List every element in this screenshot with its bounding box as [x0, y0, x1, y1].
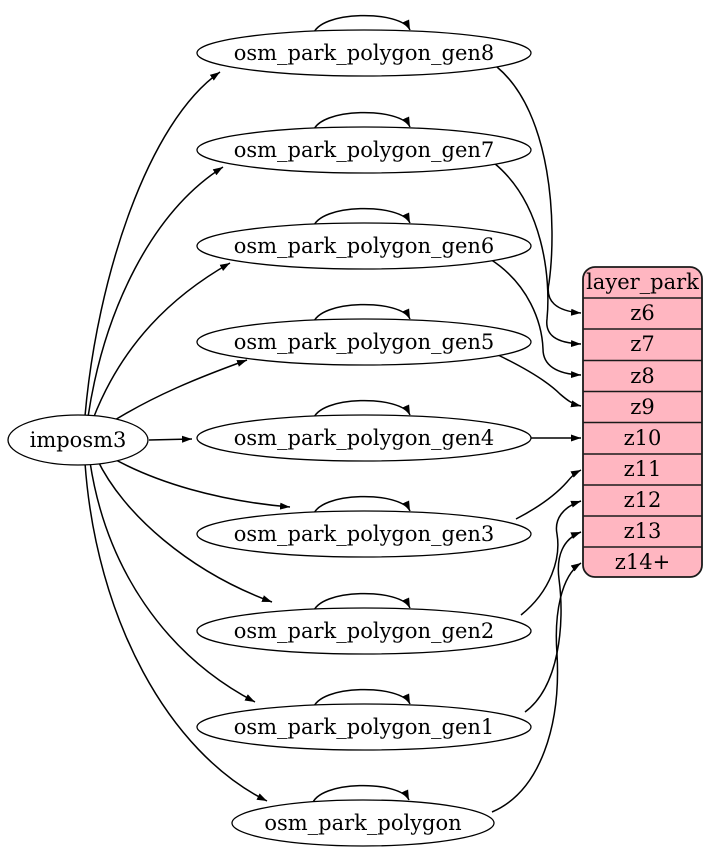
layer-park-row-z12: z12: [624, 488, 662, 512]
self-loop-osm-park-polygon-gen6: [312, 207, 411, 229]
layer-park-row-z7: z7: [630, 332, 654, 356]
self-loop-osm-park-polygon-gen8: [312, 14, 411, 36]
gen4-label: osm_park_polygon_gen4: [234, 426, 495, 450]
layer-park-row-z6: z6: [630, 301, 654, 325]
self-loop-osm-park-polygon: [311, 784, 410, 806]
edge-imposm3-to-osm-park-polygon-gen3: [106, 454, 291, 510]
edge-osm-park-polygon-gen5-to-z9: [497, 354, 582, 408]
node-layer-park: layer_park z6 z7 z8 z9 z10 z11 z12 z13 z…: [582, 266, 703, 578]
edge-imposm3-to-osm-park-polygon-gen6: [92, 262, 231, 420]
self-loop-osm-park-polygon-gen1: [312, 688, 411, 710]
edge-osm-park-polygon-gen7-to-z7: [493, 162, 582, 348]
gen8-ellipse: [196, 29, 532, 77]
edge-osm-park-polygon-gen2-to-z12: [520, 500, 582, 616]
gen6-ellipse: [196, 222, 532, 270]
polygon-label: osm_park_polygon: [264, 811, 461, 835]
node-imposm3: imposm3: [7, 414, 149, 466]
self-loop-osm-park-polygon-gen5: [312, 303, 411, 325]
imposm3-label: imposm3: [30, 428, 127, 452]
node-osm-park-polygon-gen8: osm_park_polygon_gen8: [196, 29, 532, 77]
self-loop-osm-park-polygon-gen3: [312, 495, 411, 517]
self-loop-osm-park-polygon-gen7: [312, 111, 411, 133]
node-osm-park-polygon-gen2: osm_park_polygon_gen2: [196, 607, 532, 655]
edge-imposm3-to-osm-park-polygon-gen4: [148, 435, 193, 443]
edge-osm-park-polygon-gen8-to-z6: [496, 66, 582, 316]
node-osm-park-polygon-gen4: osm_park_polygon_gen4: [196, 414, 532, 462]
gen3-label: osm_park_polygon_gen3: [234, 522, 495, 546]
edge-osm-park-polygon-gen6-to-z8: [489, 258, 582, 379]
gen5-ellipse: [196, 318, 532, 366]
edge-imposm3-to-osm-park-polygon-gen2: [96, 458, 273, 603]
layer-park-row-z8: z8: [630, 364, 654, 388]
imposm3-ellipse: [7, 414, 149, 466]
edge-osm-park-polygon-to-z14plus: [491, 562, 582, 813]
edge-imposm3-to-osm-park-polygon-gen1: [89, 461, 256, 703]
gen4-ellipse: [196, 414, 532, 462]
self-loop-osm-park-polygon-gen4: [312, 399, 411, 421]
gen7-label: osm_park_polygon_gen7: [234, 138, 495, 162]
gen8-label: osm_park_polygon_gen8: [234, 41, 495, 65]
edge-osm-park-polygon-gen1-to-z13: [524, 531, 582, 713]
node-osm-park-polygon-gen5: osm_park_polygon_gen5: [196, 318, 532, 366]
gen2-label: osm_park_polygon_gen2: [234, 619, 495, 643]
gen1-ellipse: [196, 703, 532, 751]
layer-park-row-z10: z10: [624, 426, 662, 450]
gen6-label: osm_park_polygon_gen6: [234, 234, 495, 258]
node-osm-park-polygon-gen7: osm_park_polygon_gen7: [196, 126, 532, 174]
layer-park-row-z11: z11: [624, 457, 662, 481]
node-osm-park-polygon-gen3: osm_park_polygon_gen3: [196, 510, 532, 558]
node-osm-park-polygon-gen6: osm_park_polygon_gen6: [196, 222, 532, 270]
gen3-ellipse: [196, 510, 532, 558]
layer-park-title: layer_park: [586, 270, 699, 294]
layer-park-row-z9: z9: [630, 395, 654, 419]
node-osm-park-polygon-gen1: osm_park_polygon_gen1: [196, 703, 532, 751]
edge-imposm3-to-osm-park-polygon-gen7: [87, 166, 224, 418]
layer-park-row-z13: z13: [624, 519, 662, 543]
edge-imposm3-to-osm-park-polygon-gen5: [106, 359, 248, 426]
self-loop-osm-park-polygon-gen2: [312, 592, 411, 614]
polygon-ellipse: [231, 799, 495, 847]
node-osm-park-polygon: osm_park_polygon: [231, 799, 495, 847]
gen5-label: osm_park_polygon_gen5: [234, 330, 495, 354]
gen2-ellipse: [196, 607, 532, 655]
edge-osm-park-polygon-gen3-to-z11: [515, 469, 582, 520]
edge-imposm3-to-osm-park-polygon: [84, 462, 268, 802]
layer-park-row-z14plus: z14+: [615, 550, 670, 574]
edge-imposm3-to-osm-park-polygon-gen8: [84, 71, 221, 417]
gen1-label: osm_park_polygon_gen1: [234, 715, 495, 739]
gen7-ellipse: [196, 126, 532, 174]
